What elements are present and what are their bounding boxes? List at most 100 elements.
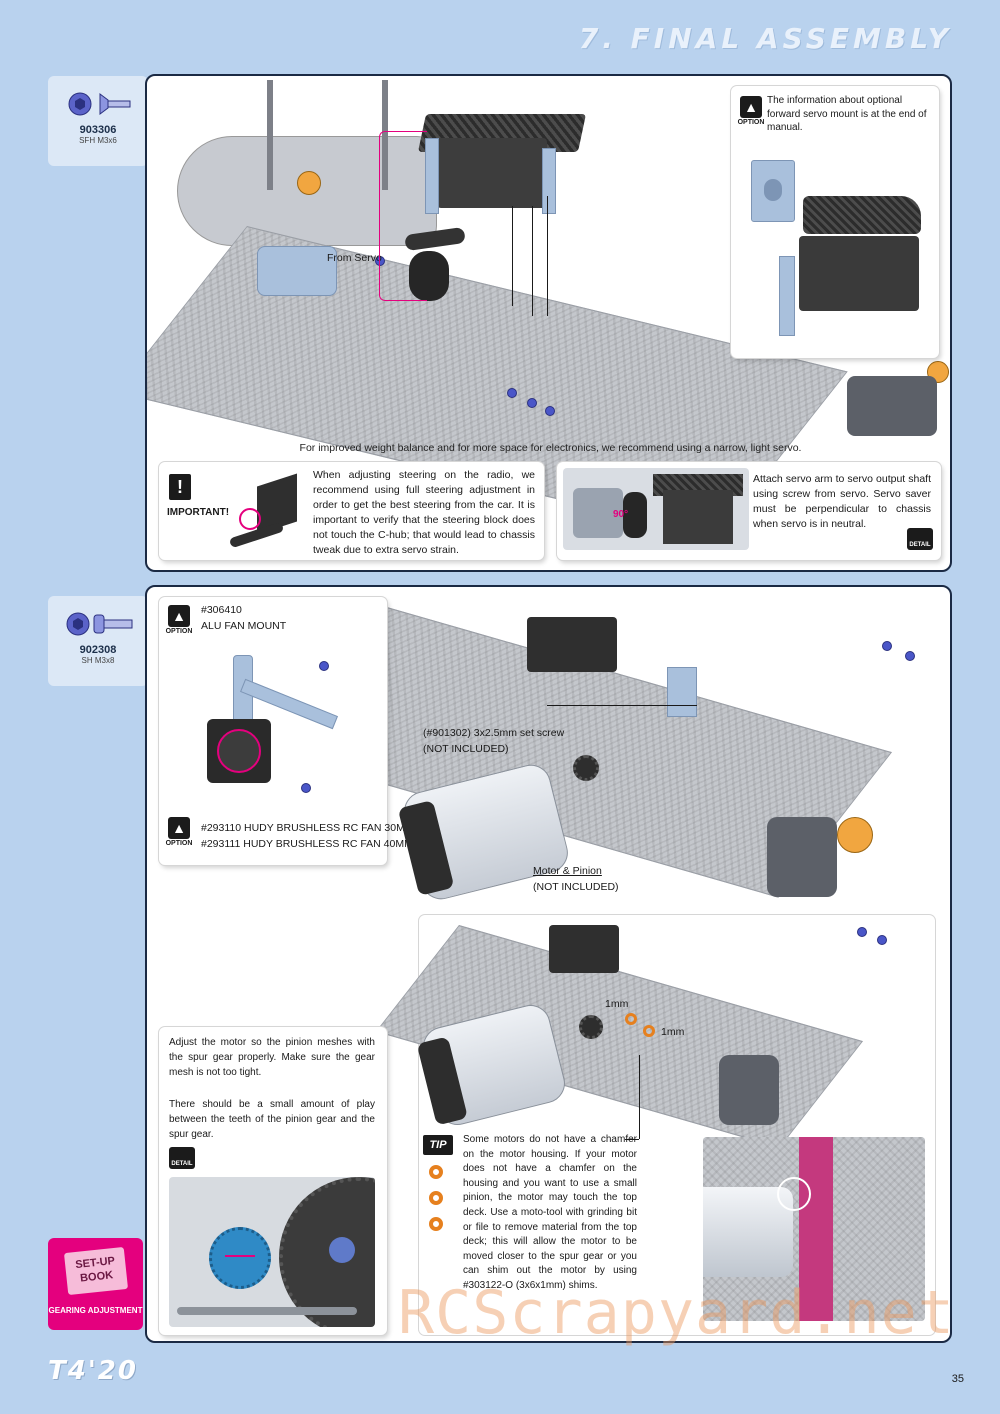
part-tab-902308: 902308 SH M3x8: [48, 596, 148, 686]
detail-icon: DETAIL: [907, 528, 933, 550]
servo-arm-box: 90° Attach servo arm to servo output sha…: [557, 462, 941, 560]
motor-line-2: (NOT INCLUDED): [533, 881, 619, 893]
thumbs-up-icon: ▲: [740, 96, 762, 118]
steering-block-illustration: [228, 473, 297, 550]
adjust-text-2: There should be a small amount of play b…: [169, 1099, 375, 1140]
section-title: 7. FINAL ASSEMBLY: [578, 22, 952, 55]
pinion: [573, 755, 599, 781]
tip-badge: TIP: [423, 1135, 453, 1155]
set-screw-line-2: (NOT INCLUDED): [423, 743, 509, 755]
step-panel-motor: ▲ OPTION #306410 ALU FAN MOUNT ▲ OPTION …: [145, 585, 952, 1343]
part-desc: SFH M3x6: [79, 136, 117, 145]
servo-option: [799, 236, 919, 311]
guide-line: [532, 206, 533, 316]
t420-logo: T4'20: [48, 1356, 138, 1386]
motor-screw: [857, 927, 867, 937]
setup-book-badge[interactable]: SET-UP BOOK GEARING ADJUSTMENT: [48, 1238, 143, 1330]
fan-screw: [301, 783, 311, 793]
watermark: RCScrapyard.net: [398, 1278, 955, 1348]
important-text: When adjusting steering on the radio, we…: [313, 469, 535, 556]
socket-head-screw-icon: [66, 612, 133, 636]
shim-icon: [429, 1165, 443, 1179]
magnifier-ring: [239, 508, 261, 530]
important-label: IMPORTANT!: [167, 507, 230, 518]
option-label: OPTION: [165, 628, 193, 635]
exclamation-icon: !: [169, 474, 191, 500]
fan-option-box: ▲ OPTION #306410 ALU FAN MOUNT ▲ OPTION …: [159, 597, 414, 865]
rear-hub: [767, 817, 837, 897]
rear-hub: [847, 376, 937, 436]
tip-label: TIP: [429, 1139, 447, 1151]
servo-arm-photo: 90°: [563, 468, 749, 550]
guide-line: [547, 196, 548, 316]
guide-line: [379, 131, 427, 301]
gearing-adjustment-label: GEARING ADJUSTMENT: [48, 1306, 143, 1315]
part-tab-903306: 903306 SFH M3x6: [48, 76, 148, 166]
angle-label: 90°: [613, 509, 629, 520]
option-badge: ▲ OPTION: [165, 817, 193, 849]
servo-mount-post: [425, 138, 439, 214]
servo-mount-post: [542, 148, 556, 214]
arrow-line: [547, 705, 697, 706]
from-servo-label: From Servo: [327, 252, 382, 264]
play-arrow: [225, 1255, 255, 1257]
motor-screw: [877, 935, 887, 945]
screw-icon-pair: [48, 610, 148, 644]
servo: [549, 925, 619, 973]
spur-gear: [279, 1177, 375, 1327]
leader-line: [639, 1055, 640, 1139]
mount-screw: [527, 398, 537, 408]
option-label: OPTION: [165, 840, 193, 847]
magnifier-ring: [777, 1177, 811, 1211]
setup-book-icon: SET-UP BOOK: [63, 1246, 128, 1296]
option-note: The information about optional forward s…: [767, 95, 927, 133]
motor-screw: [905, 651, 915, 661]
rear-hub: [719, 1055, 779, 1125]
mount-screw: [507, 388, 517, 398]
pinion-gear: [209, 1227, 271, 1289]
flat-head-screw-icon: [68, 92, 131, 116]
mount-screw: [545, 406, 555, 416]
detail-label: DETAIL: [909, 542, 931, 548]
part-number: 902308: [79, 644, 117, 656]
servo-post-option: [779, 256, 795, 336]
motor-shim-box: 1mm 1mm TIP Some motors do not have a ch…: [375, 915, 935, 1335]
servo-screw: [375, 256, 385, 266]
shim-label-1: 1mm: [605, 998, 629, 1010]
gear-mesh-illustration: [169, 1177, 375, 1327]
adjust-text-1: Adjust the motor so the pinion meshes wi…: [169, 1037, 375, 1078]
shim-icon: [429, 1217, 443, 1231]
tip-text: Some motors do not have a chamfer on the…: [463, 1134, 637, 1291]
body-post: [382, 80, 388, 190]
gear-nut: [329, 1237, 355, 1263]
gear-mesh-box: Adjust the motor so the pinion meshes wi…: [159, 1027, 387, 1335]
front-bulkhead: [257, 246, 337, 296]
detail-icon: DETAIL: [169, 1147, 195, 1169]
chamfer-photo: [703, 1137, 925, 1321]
fan-mount-number: #306410: [201, 604, 242, 616]
page-number: 35: [951, 1373, 964, 1385]
pinion: [579, 1015, 603, 1039]
fan: [207, 719, 271, 783]
shim: [625, 1013, 637, 1025]
thumbs-up-icon: ▲: [168, 605, 190, 627]
option-label: OPTION: [737, 119, 765, 126]
orange-spring: [297, 171, 321, 195]
fan-mount-name: ALU FAN MOUNT: [201, 620, 287, 632]
guide-line: [512, 206, 513, 306]
servo-arm-text: Attach servo arm to servo output shaft u…: [753, 473, 931, 530]
motor-screw: [882, 641, 892, 651]
shim-icon: [429, 1191, 443, 1205]
servo: [437, 138, 547, 208]
fan-screw: [319, 661, 329, 671]
motor-line-1: Motor & Pinion: [533, 865, 602, 877]
alu-servo-bracket: [751, 160, 795, 222]
leader-line: [625, 1139, 639, 1140]
fan-line-2: #293111 HUDY BRUSHLESS RC FAN 40MM: [201, 838, 413, 850]
option-servo-mount-box: ▲ OPTION The information about optional …: [731, 86, 939, 358]
screw-icon-pair: [48, 90, 148, 124]
option-badge: ▲ OPTION: [165, 605, 193, 637]
detail-label: DETAIL: [171, 1161, 193, 1167]
part-desc: SH M3x8: [81, 656, 115, 665]
motor-mount: [667, 667, 697, 717]
